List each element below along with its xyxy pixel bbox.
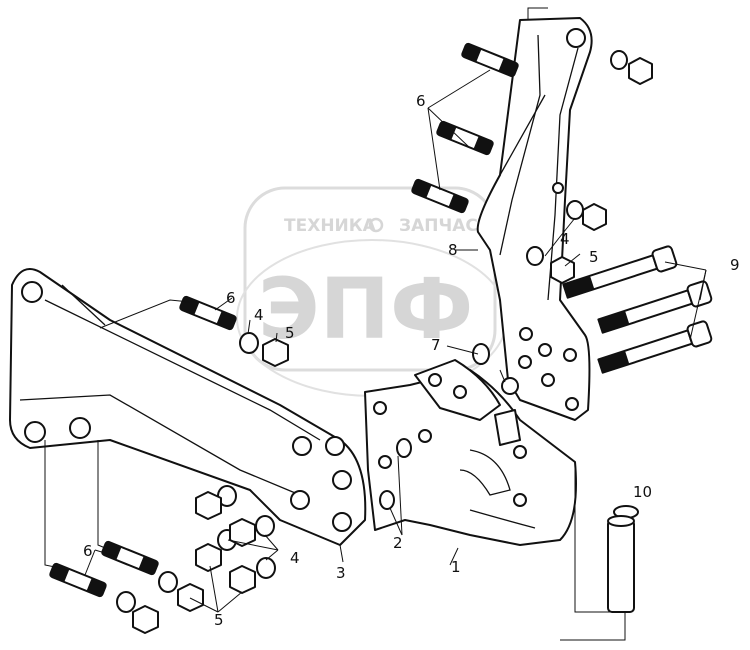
callout-8: 8: [448, 241, 458, 259]
stud: [49, 562, 107, 598]
watermark-brand-text: ТЕХНИКА: [284, 216, 377, 236]
arm-plate-hole: [565, 397, 579, 411]
arm-plate-hole: [501, 377, 519, 395]
nuts: [132, 57, 653, 634]
bracket-mount-hole: [332, 512, 352, 532]
hitch-pin-hole: [513, 493, 527, 507]
bolt: [562, 245, 678, 299]
stud: [411, 178, 469, 214]
callout-1: 1: [451, 558, 461, 576]
arm-plate-hole: [541, 373, 555, 387]
bolt: [597, 280, 713, 334]
stud: [101, 540, 159, 576]
bracket-mount-hole: [332, 470, 352, 490]
callout-2: 2: [393, 534, 403, 552]
hitch-hole: [428, 373, 442, 387]
gear-icon: [368, 217, 384, 233]
long-bracket: [9, 268, 367, 546]
callout-9: 9: [730, 256, 740, 274]
callout-7: 7: [431, 336, 441, 354]
hitch-hole: [378, 455, 392, 469]
callout-4-lower: 4: [290, 549, 300, 567]
studs: [49, 42, 519, 598]
callout-3: 3: [336, 564, 346, 582]
assembly-lines: [44, 7, 626, 641]
arm-top-hole: [566, 28, 586, 48]
bolt: [597, 320, 713, 374]
arm-plate-hole: [538, 343, 552, 357]
hitch-body: [364, 359, 577, 546]
callout-5-upper: 5: [589, 248, 599, 266]
bracket-lower-hole: [24, 421, 46, 443]
callout-6-middle: 6: [226, 289, 236, 307]
callout-5-middle: 5: [285, 324, 295, 342]
bracket-mount-hole: [290, 490, 310, 510]
stud: [461, 42, 519, 78]
callout-5-lower: 5: [214, 611, 224, 629]
stud: [179, 295, 237, 331]
hitch-latch: [494, 409, 521, 446]
arm-plate-hole: [563, 348, 577, 362]
bracket-mount-hole: [292, 436, 312, 456]
pin: [607, 505, 639, 613]
hitch-pin-hole: [513, 445, 527, 459]
spacer-washers: [379, 438, 412, 510]
watermark-logo-text: ЭПФ: [258, 260, 473, 358]
arm-plate-hole: [519, 327, 533, 341]
callout-10: 10: [633, 483, 652, 501]
washer-7: [472, 343, 490, 365]
bracket-lower-hole: [69, 417, 91, 439]
arm-plate-hole: [518, 355, 532, 369]
vertical-arm-bracket: [476, 17, 593, 421]
bolts: [562, 245, 713, 374]
callout-6-lower: 6: [83, 542, 93, 560]
hitch-hole: [418, 429, 432, 443]
callout-4-upper: 4: [560, 230, 570, 248]
bracket-top-hole: [21, 281, 43, 303]
callout-leaders: [84, 69, 707, 613]
hitch-hole: [373, 401, 387, 415]
bracket-mount-hole: [325, 436, 345, 456]
callouts: 1 2 3 4 4 4 5 5 5 6 6 6 7 8 9 10: [83, 92, 740, 629]
callout-4-middle: 4: [254, 306, 264, 324]
callout-6-upper: 6: [416, 92, 426, 110]
hitch-hole: [453, 385, 467, 399]
arm-mid-hole: [552, 182, 564, 194]
stud: [436, 120, 494, 156]
